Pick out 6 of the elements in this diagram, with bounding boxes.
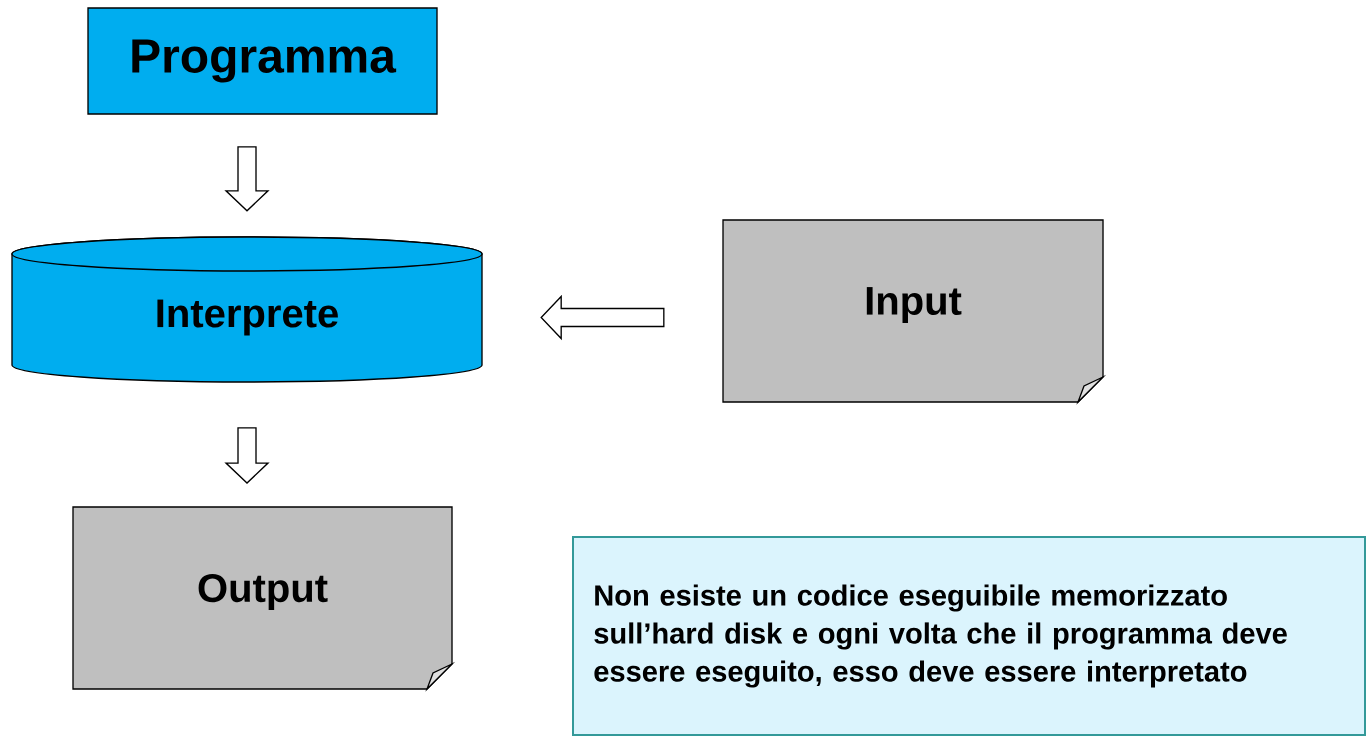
note-box: Non esiste un codice eseguibile memorizzato sull’hard disk e ogni volta che il programma deve essere eseguito, esso deve essere interpretato: [572, 536, 1366, 736]
block-arrow: [224, 427, 270, 484]
block-arrow: [224, 146, 270, 212]
interpreter-cylinder: Interprete: [11, 236, 483, 383]
program-box: Programma: [87, 7, 438, 115]
block-arrow: [540, 294, 665, 341]
